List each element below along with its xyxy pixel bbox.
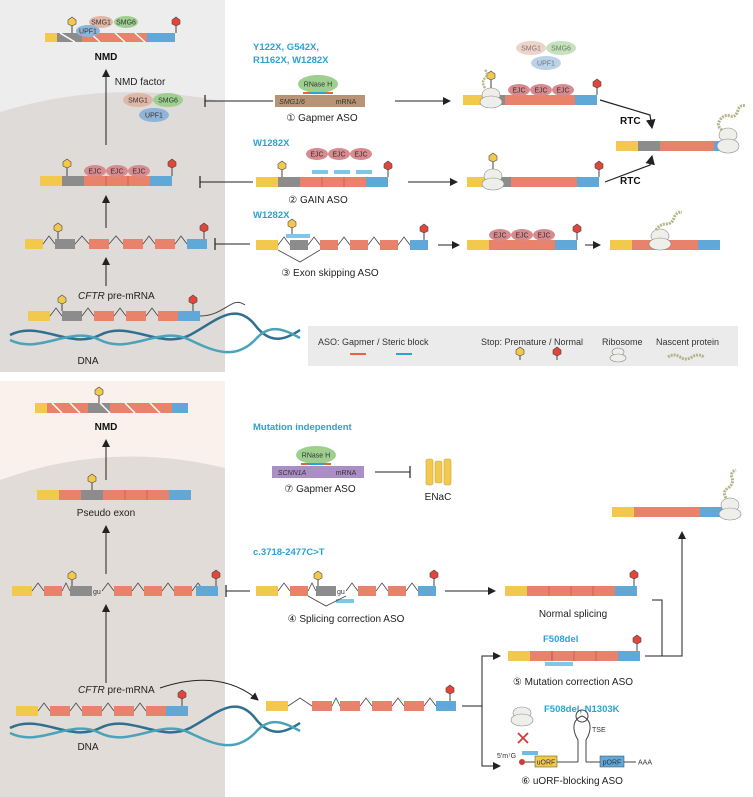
rtc-result-mrna xyxy=(616,104,747,154)
legend: ASO: Gapmer / Steric block Stop: Prematu… xyxy=(308,326,738,366)
enac-label: ENaC xyxy=(425,492,452,503)
nmd-smg1-label: SMG1 xyxy=(91,20,111,27)
row3-mutations: W1282X xyxy=(253,210,290,221)
svg-text:EJC: EJC xyxy=(332,152,345,159)
svg-text:SMG1: SMG1 xyxy=(128,98,148,105)
svg-text:SCNN1A: SCNN1A xyxy=(278,470,307,477)
mutation-independent-label: Mutation independent xyxy=(253,422,353,433)
exon-skip-pre-mrna xyxy=(256,218,429,263)
svg-text:EJC: EJC xyxy=(556,88,569,95)
row2-mutations: W1282X xyxy=(253,138,290,149)
top-dna-label: DNA xyxy=(77,356,98,367)
svg-text:EJC: EJC xyxy=(534,88,547,95)
nmd-factor-complex: SMG1 SMG6 UPF1 xyxy=(123,93,183,122)
nmd-smg6-label: SMG6 xyxy=(116,20,136,27)
row1-mutations-line2: R1162X, W1282X xyxy=(253,55,329,66)
top-nmd-label: NMD xyxy=(95,52,118,63)
row3-result-mrna: EJC EJC EJC xyxy=(467,223,582,250)
exon-skip-label: ③ Exon skipping ASO xyxy=(281,268,379,279)
legend-stop: Stop: Premature / Normal xyxy=(481,337,583,347)
f508-mutation-label: F508del xyxy=(543,634,578,645)
bottom-dna-pre-mrna xyxy=(9,689,301,747)
svg-text:EJC: EJC xyxy=(512,88,525,95)
gapmer7-aso-label: ⑦ Gapmer ASO xyxy=(284,484,355,495)
rtc-label-1: RTC xyxy=(620,116,641,127)
normal-splicing-label: Normal splicing xyxy=(539,609,607,620)
gain-aso-label: ② GAIN ASO xyxy=(288,195,348,206)
svg-text:TSE: TSE xyxy=(592,727,606,734)
svg-text:EJC: EJC xyxy=(515,233,528,240)
bottom-mid-pre-mrna xyxy=(266,684,456,711)
enac-channel-icon xyxy=(425,458,452,486)
svg-text:uORF: uORF xyxy=(537,760,556,767)
bottom-pre-mrna-label: CFTR pre-mRNA xyxy=(78,685,155,696)
svg-text:SMG6: SMG6 xyxy=(551,46,571,53)
row1-mutations: Y122X, G542X, xyxy=(253,42,319,53)
svg-text:EJC: EJC xyxy=(493,233,506,240)
svg-text:SMG6: SMG6 xyxy=(158,98,178,105)
gapmer7-aso: RNase H SCNN1A mRNA xyxy=(272,446,364,478)
splice-mutation-label: c.3718-2477C>T xyxy=(253,547,325,558)
legend-aso: ASO: Gapmer / Steric block xyxy=(318,337,429,347)
svg-text:EJC: EJC xyxy=(110,169,123,176)
top-pre-mrna-label: CFTR pre-mRNA xyxy=(78,291,155,302)
gain-aso-mrna: EJC EJC EJC xyxy=(256,148,393,187)
gapmer-aso-label: ① Gapmer ASO xyxy=(286,113,357,124)
splice-correction-label: ④ Splicing correction ASO xyxy=(288,614,405,625)
svg-text:EJC: EJC xyxy=(354,152,367,159)
top-mrna-ejc: EJC EJC EJC xyxy=(40,158,177,186)
top-nmd-mrna: SMG1 SMG6 UPF1 xyxy=(45,16,181,43)
legend-ribosome: Ribosome xyxy=(602,337,643,347)
svg-text:mRNA: mRNA xyxy=(336,470,357,477)
uorf-blocking-construct: 5′m⁷G uORF TSE pORF AAA xyxy=(497,706,652,768)
top-pre-mrna-row3 xyxy=(25,222,209,249)
gapmer-aso-smg: RNase H SMG1/6 mRNA xyxy=(275,75,365,107)
bottom-pre-mrna-gu: gu xyxy=(12,569,221,596)
svg-text:gu: gu xyxy=(337,589,345,596)
mutation-correction-label: ⑤ Mutation correction ASO xyxy=(513,677,633,688)
svg-text:pORF: pORF xyxy=(603,760,622,767)
bottom-dna-label: DNA xyxy=(77,742,98,753)
svg-text:AAA: AAA xyxy=(638,760,652,767)
svg-text:5′m⁷G: 5′m⁷G xyxy=(497,753,516,760)
bottom-nmd-label: NMD xyxy=(95,422,118,433)
rtc-label-2: RTC xyxy=(620,176,641,187)
svg-text:UPF1: UPF1 xyxy=(145,113,163,120)
svg-text:gu: gu xyxy=(93,589,101,596)
bottom-nmd-mrna xyxy=(35,386,188,414)
svg-text:EJC: EJC xyxy=(88,169,101,176)
top-dna-pre-mrna xyxy=(9,294,301,354)
bottom-final-mrna xyxy=(612,468,742,521)
svg-text:mRNA: mRNA xyxy=(336,99,357,106)
row3-final-mrna xyxy=(610,210,720,251)
row1-result-complex: SMG1 SMG6 UPF1 xyxy=(516,41,576,70)
svg-text:UPF1: UPF1 xyxy=(537,61,555,68)
svg-text:RNase H: RNase H xyxy=(304,82,332,89)
legend-nascent: Nascent protein xyxy=(656,337,719,347)
normal-splicing-mrna xyxy=(505,569,639,596)
nmd-upf1-label: UPF1 xyxy=(79,29,97,36)
uorf-blocking-label: ⑥ uORF-blocking ASO xyxy=(521,776,623,787)
pseudo-exon-mrna xyxy=(37,473,191,500)
svg-text:RNase H: RNase H xyxy=(302,453,330,460)
pseudo-exon-label: Pseudo exon xyxy=(77,508,135,519)
mutation-correction-mrna xyxy=(508,634,642,666)
row1-result-mrna: EJC EJC EJC xyxy=(463,69,602,109)
svg-text:SMG1/6: SMG1/6 xyxy=(279,99,305,106)
svg-text:EJC: EJC xyxy=(537,233,550,240)
row2-result-mrna xyxy=(467,152,604,191)
svg-text:EJC: EJC xyxy=(310,152,323,159)
splice-correction-pre-mrna: gu xyxy=(256,569,439,607)
svg-text:SMG1: SMG1 xyxy=(521,46,541,53)
svg-text:EJC: EJC xyxy=(132,169,145,176)
uorf-mutations-label: F508del, N1303K xyxy=(544,704,620,715)
nmd-factor-label: NMD factor xyxy=(115,77,166,88)
